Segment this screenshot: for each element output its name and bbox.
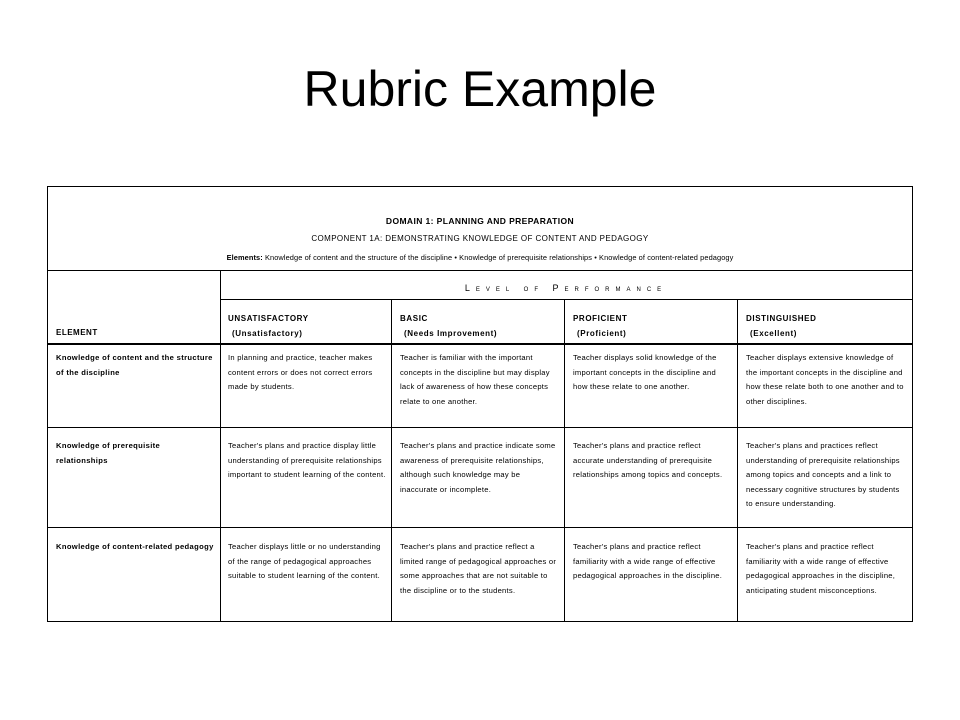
grid-line [220,299,912,300]
level-label: UNSATISFACTORY [228,314,309,323]
level-label: DISTINGUISHED [746,314,817,323]
level-label: PROFICIENT [573,314,628,323]
level-sublabel: (Proficient) [577,329,627,338]
level-header: PROFICIENT (Proficient) [573,311,627,341]
domain-title: DOMAIN 1: PLANNING AND PREPARATION [385,216,575,226]
rubric-cell: Teacher's plans and practices reflect un… [746,441,900,508]
elements-line: Elements: Knowledge of content and the s… [48,253,912,262]
rubric-cell: Teacher's plans and practice display lit… [228,441,386,479]
row-element-label: Knowledge of content and the structure o… [56,353,213,377]
elements-text: Knowledge of content and the structure o… [264,253,734,262]
level-sublabel: (Needs Improvement) [404,329,498,338]
rubric-table: DOMAIN 1: PLANNING AND PREPARATION COMPO… [47,186,913,622]
level-header: DISTINGUISHED (Excellent) [746,311,816,341]
level-of-performance-header: Level of Performance [464,283,668,293]
grid-line [564,299,565,622]
level-header: BASIC (Needs Improvement) [400,311,497,341]
rubric-header: DOMAIN 1: PLANNING AND PREPARATION COMPO… [48,187,912,271]
rubric-cell: Teacher's plans and practice reflect fam… [573,542,723,580]
row-element-label: Knowledge of content-related pedagogy [56,542,214,551]
level-sublabel: (Excellent) [750,329,798,338]
rubric-cell: Teacher displays solid knowledge of the … [573,353,717,391]
rubric-cell: Teacher's plans and practice indicate so… [400,441,556,494]
level-label: BASIC [400,314,428,323]
grid-line [737,299,738,622]
rubric-cell: Teacher's plans and practice reflect a l… [400,542,557,595]
level-header: UNSATISFACTORY (Unsatisfactory) [228,311,309,341]
grid-line [48,427,912,428]
grid-line [391,299,392,622]
rubric-cell: Teacher's plans and practice reflect fam… [746,542,896,595]
elements-label: Elements: [226,253,263,262]
rubric-cell: In planning and practice, teacher makes … [228,353,373,391]
element-column-header: ELEMENT [56,328,98,337]
slide-title: Rubric Example [303,61,657,117]
rubric-cell: Teacher displays extensive knowledge of … [746,353,904,406]
component-title: COMPONENT 1A: DEMONSTRATING KNOWLEDGE OF… [311,234,649,243]
row-element-label: Knowledge of prerequisite relationships [56,441,161,465]
rubric-cell: Teacher's plans and practice reflect acc… [573,441,723,479]
grid-line [48,343,912,345]
level-sublabel: (Unsatisfactory) [232,329,303,338]
rubric-cell: Teacher is familiar with the important c… [400,353,550,406]
rubric-cell: Teacher displays little or no understand… [228,542,381,580]
grid-line [48,527,912,528]
grid-line [220,270,221,622]
